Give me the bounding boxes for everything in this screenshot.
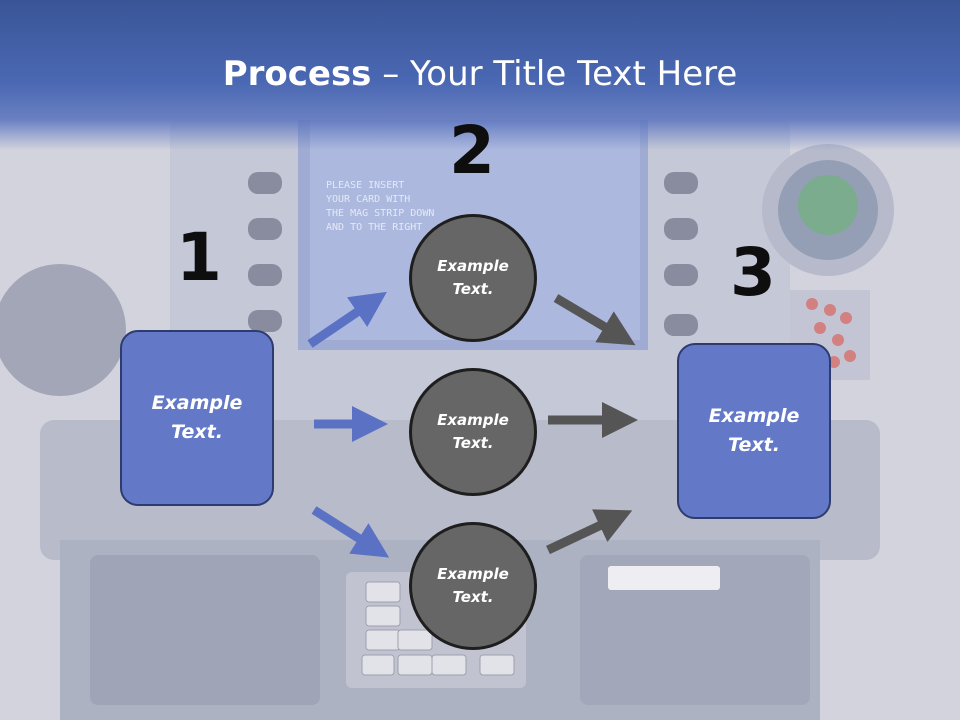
- atm-screen-line-2: YOUR CARD WITH: [326, 194, 410, 205]
- circle-middle: Example Text.: [409, 368, 537, 496]
- circle-bottom: Example Text.: [409, 522, 537, 650]
- step-1-box: Example Text.: [120, 330, 274, 506]
- circle-bottom-label: Example Text.: [437, 565, 509, 606]
- circle-top-label: Example Text.: [437, 257, 509, 298]
- slide-title: Process – Your Title Text Here: [0, 52, 960, 96]
- step-3-box: Example Text.: [677, 343, 831, 519]
- atm-screen-line-4: AND TO THE RIGHT: [326, 222, 422, 233]
- step-number-2: 2: [449, 112, 495, 189]
- step-1-label: Example Text.: [151, 392, 243, 443]
- title-band: [0, 0, 960, 150]
- step-number-1: 1: [176, 219, 222, 296]
- circle-top: Example Text.: [409, 214, 537, 342]
- atm-screen-line-3: THE MAG STRIP DOWN: [326, 208, 434, 219]
- step-3-label: Example Text.: [708, 405, 800, 456]
- title-bold-part: Process: [222, 54, 372, 94]
- atm-screen-line-1: PLEASE INSERT: [326, 180, 404, 191]
- step-number-3: 3: [730, 234, 776, 311]
- title-rest-part: – Your Title Text Here: [371, 54, 738, 94]
- circle-middle-label: Example Text.: [437, 411, 509, 452]
